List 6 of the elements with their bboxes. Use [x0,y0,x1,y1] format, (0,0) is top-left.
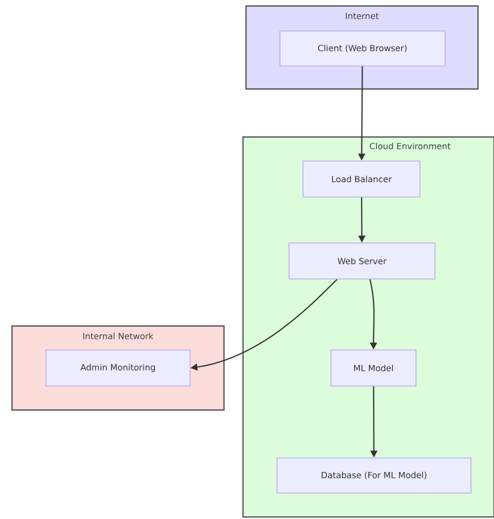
process-box: Database (For ML Model) [276,458,472,494]
process-box: Web Server [288,242,436,280]
process-box: Admin Monitoring [46,350,190,386]
process-box: ML Model [330,350,416,386]
process-box: Load Balancer [302,160,420,198]
process-box: Client (Web Browser) [280,30,446,66]
